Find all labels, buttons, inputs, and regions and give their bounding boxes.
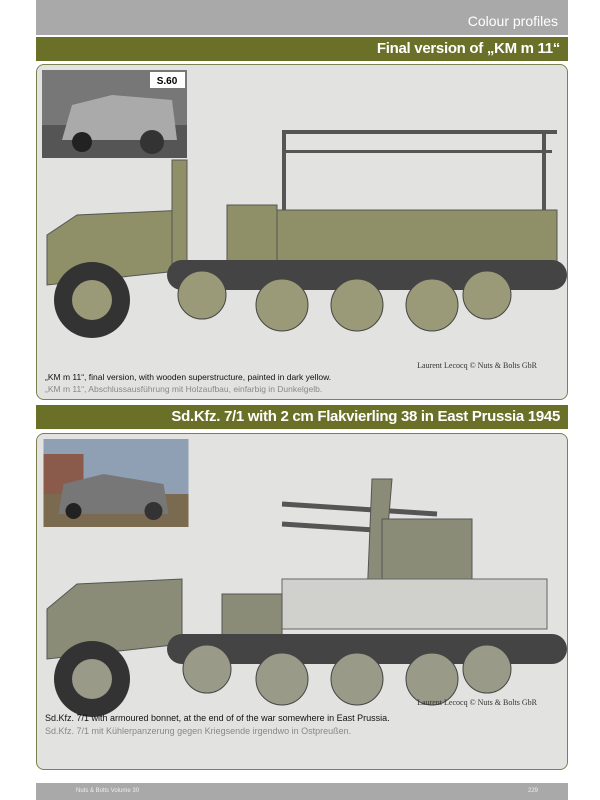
artist-credit: Laurent Lecocq © Nuts & Bolts GbR: [417, 361, 537, 370]
section-title: Colour profiles: [467, 13, 558, 29]
page-number: 229: [527, 788, 538, 794]
publication-name: Nuts & Bolts Volume 30: [76, 788, 140, 794]
page-footer: Nuts & Bolts Volume 30 229: [36, 783, 568, 800]
profile-panel: S.60 Laurent Lecocq © Nuts & Bolts GbR „…: [36, 64, 568, 400]
historical-photo: [43, 439, 189, 527]
historical-photo: S.60: [42, 70, 187, 158]
vehicle-profile-km-m11: [46, 130, 567, 338]
vehicle-profile-sdkfz-7-1: [46, 478, 567, 717]
caption-german: Sd.Kfz. 7/1 mit Kühlerpanzerung gegen Kr…: [45, 726, 352, 736]
section-header: Colour profiles: [36, 0, 568, 35]
profile-title: Final version of „KM m 11“: [376, 40, 560, 57]
caption-english: „KM m 11“, final version, with wooden su…: [45, 372, 332, 382]
caption-german: „KM m 11“, Abschlussausführung mit Holza…: [45, 384, 323, 394]
caption-english: Sd.Kfz. 7/1 with armoured bonnet, at the…: [45, 713, 390, 723]
profile-panel: Laurent Lecocq © Nuts & Bolts GbR Sd.Kfz…: [36, 433, 568, 770]
profile-title: Sd.Kfz. 7/1 with 2 cm Flakvierling 38 in…: [171, 408, 560, 425]
photo-label: S.60: [157, 76, 178, 87]
artist-credit: Laurent Lecocq © Nuts & Bolts GbR: [417, 698, 537, 707]
profile-title-bar: Sd.Kfz. 7/1 with 2 cm Flakvierling 38 in…: [36, 405, 568, 429]
profile-title-bar: Final version of „KM m 11“: [36, 37, 568, 61]
